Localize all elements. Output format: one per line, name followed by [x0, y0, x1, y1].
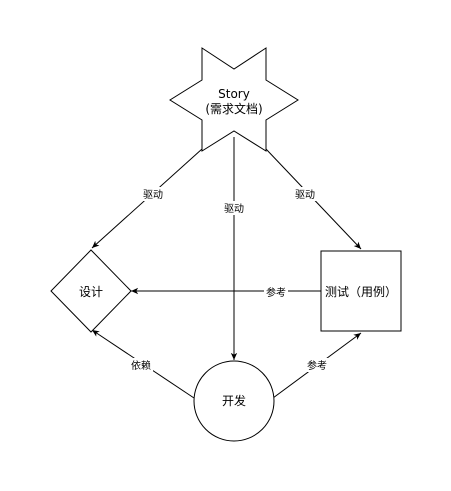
test-label: 测试（用例）	[325, 284, 397, 299]
edge-label-story-design: 驱动	[143, 189, 163, 201]
edge-label-test-design: 参考	[266, 286, 286, 299]
edge-label-dev-design: 依赖	[131, 359, 151, 372]
edge-label-story-dev: 驱动	[224, 203, 244, 215]
edge-labels: 驱动 驱动 驱动 参考 依赖 参考	[129, 187, 329, 372]
story-title: Story	[218, 87, 250, 101]
edge-label-dev-test: 参考	[307, 359, 327, 372]
edge-label-story-test: 驱动	[295, 189, 315, 201]
nodes: Story (需求文档) 设计 测试（用例） 开发	[50, 47, 402, 442]
story-node	[169, 47, 299, 152]
test-node	[320, 250, 402, 332]
design-node	[50, 249, 132, 333]
story-subtitle: (需求文档)	[205, 101, 262, 116]
design-label: 设计	[79, 285, 103, 299]
dev-node	[193, 360, 275, 442]
dev-label: 开发	[222, 393, 246, 408]
